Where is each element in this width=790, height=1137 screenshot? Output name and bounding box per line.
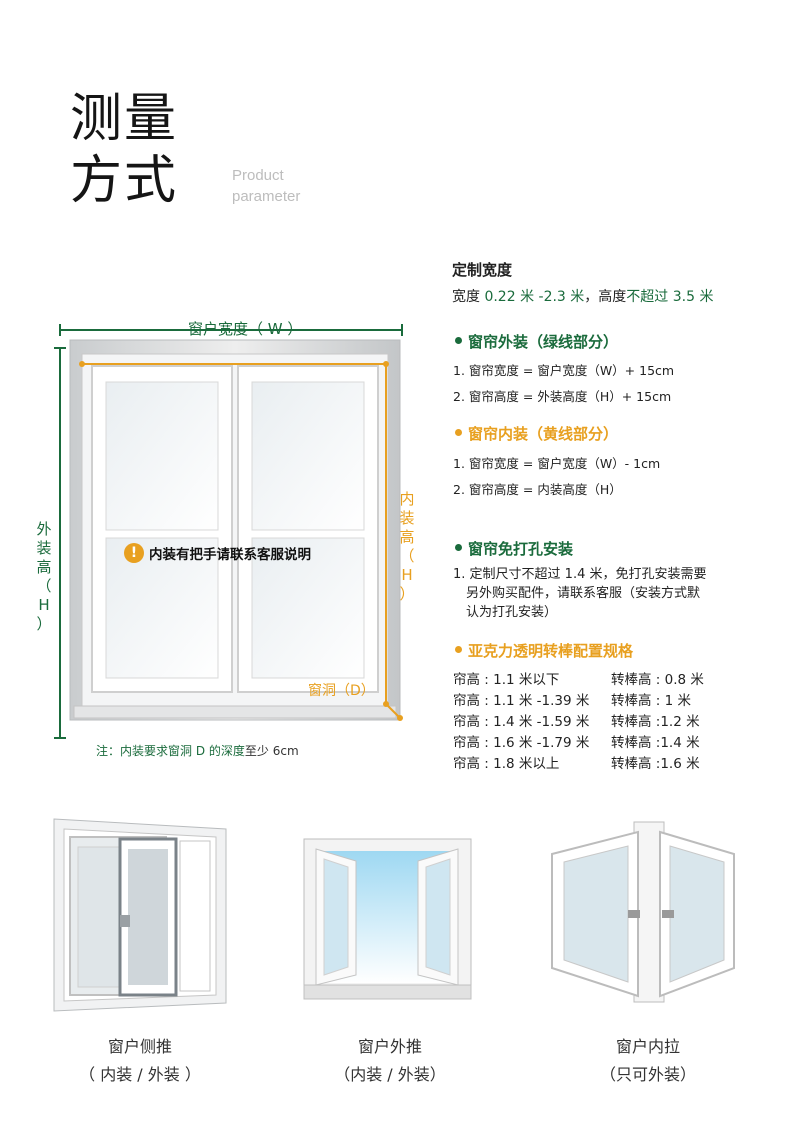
acrylic-rod-title: 亚克力透明转棒配置规格 bbox=[468, 642, 634, 660]
window-type-install: （ 内装 / 外装 ） bbox=[79, 1065, 201, 1084]
outer-height-char: ） bbox=[36, 615, 52, 633]
warning-icon: ! bbox=[124, 543, 144, 563]
rod-spec-row: 帘高 : 1.4 米 -1.59 米 转棒高 :1.2 米 bbox=[453, 712, 763, 733]
rod-height: 转棒高 :1.6 米 bbox=[611, 756, 700, 772]
curtain-height: 帘高 : 1.8 米以上 bbox=[453, 756, 560, 772]
measurement-diagram bbox=[54, 324, 403, 739]
curtain-height: 帘高 : 1.1 米以下 bbox=[453, 672, 560, 688]
drill-free-text: 1. 定制尺寸不超过 1.4 米，免打孔安装需要 另外购买配件，请联系客服（安装… bbox=[453, 565, 773, 622]
window-type-sliding: 窗户侧推 （ 内装 / 外装 ） bbox=[40, 1033, 240, 1089]
acrylic-rod-heading: 亚克力透明转棒配置规格 bbox=[455, 641, 633, 661]
drill-free-title: 窗帘免打孔安装 bbox=[468, 540, 574, 558]
orange-dot-icon bbox=[455, 429, 462, 436]
inner-height-label: 内 装 高 （ H ） bbox=[397, 490, 417, 604]
window-type-name: 窗户内拉 bbox=[615, 1037, 680, 1056]
outer-height-char: 高 bbox=[36, 558, 52, 576]
rod-height: 转棒高 : 0.8 米 bbox=[611, 672, 704, 688]
outer-height-char: H bbox=[38, 596, 50, 614]
rod-spec-row: 帘高 : 1.1 米以下 转棒高 : 0.8 米 bbox=[453, 670, 763, 691]
inside-formula-1: 1. 窗帘宽度 = 窗户宽度（W）- 1cm bbox=[453, 456, 661, 471]
drill-free-line: 另外购买配件，请联系客服（安装方式默 bbox=[466, 586, 701, 601]
height-limit: 不超过 3.5 米 bbox=[626, 289, 714, 305]
window-type-install: （内装 / 外装） bbox=[334, 1065, 446, 1084]
window-type-name: 窗户外推 bbox=[357, 1037, 422, 1056]
inner-height-char: 高 bbox=[399, 528, 415, 546]
rod-spec-row: 帘高 : 1.6 米 -1.79 米 转棒高 :1.4 米 bbox=[453, 733, 763, 754]
inner-height-char: （ bbox=[399, 547, 415, 565]
rod-spec-row: 帘高 : 1.1 米 -1.39 米 转棒高 : 1 米 bbox=[453, 691, 763, 712]
drill-free-line: 1. 定制尺寸不超过 1.4 米，免打孔安装需要 bbox=[453, 567, 707, 582]
footnote-suffix: 至少 6cm bbox=[244, 744, 299, 758]
outer-height-char: 外 bbox=[36, 520, 52, 538]
window-type-outward: 窗户外推 （内装 / 外装） bbox=[290, 1033, 490, 1089]
curtain-height: 帘高 : 1.1 米 -1.39 米 bbox=[453, 693, 590, 709]
window-type-name: 窗户侧推 bbox=[107, 1037, 172, 1056]
green-dot-icon bbox=[455, 337, 462, 344]
width-label: 窗户宽度（ W ） bbox=[188, 320, 303, 338]
width-range: 0.22 米 -2.3 米 bbox=[484, 289, 585, 305]
page-subtitle-line2: parameter bbox=[232, 188, 301, 205]
custom-width-heading: 定制宽度 bbox=[452, 261, 513, 279]
rod-spec-row: 帘高 : 1.8 米以上 转棒高 :1.6 米 bbox=[453, 754, 763, 775]
rod-height: 转棒高 :1.4 米 bbox=[611, 735, 700, 751]
footnote-prefix: 注：内装要求窗洞 D 的 bbox=[96, 744, 221, 758]
page-subtitle-line1: Product bbox=[232, 167, 284, 184]
footnote-highlight: 深度 bbox=[220, 744, 245, 758]
height-prefix: ，高度 bbox=[584, 289, 627, 305]
casement-outward-image bbox=[303, 838, 472, 1000]
rod-spec-table: 帘高 : 1.1 米以下 转棒高 : 0.8 米 帘高 : 1.1 米 -1.3… bbox=[453, 670, 763, 775]
drill-free-line: 认为打孔安装） bbox=[466, 605, 558, 620]
handle-note-text: 内装有把手请联系客服说明 bbox=[149, 547, 311, 563]
inside-formula-2: 2. 窗帘高度 = 内装高度（H） bbox=[453, 482, 622, 497]
inner-height-char: ） bbox=[399, 585, 415, 603]
outside-formula-1: 1. 窗帘宽度 = 窗户宽度（W）+ 15cm bbox=[453, 363, 675, 378]
page-title-line1: 测量 bbox=[70, 89, 179, 149]
curtain-height: 帘高 : 1.4 米 -1.59 米 bbox=[453, 714, 590, 730]
inside-install-title: 窗帘内装（黄线部分） bbox=[468, 425, 619, 443]
rod-height: 转棒高 : 1 米 bbox=[611, 693, 692, 709]
outer-height-char: 装 bbox=[36, 539, 52, 557]
outer-height-label: 外 装 高 （ H ） bbox=[34, 520, 54, 634]
drill-free-heading: 窗帘免打孔安装 bbox=[455, 539, 573, 559]
orange-dot-icon bbox=[455, 646, 462, 653]
handle-note: ! 内装有把手请联系客服说明 bbox=[124, 543, 311, 563]
casement-inward-image bbox=[551, 821, 735, 1003]
inner-height-char: 内 bbox=[399, 490, 415, 508]
footnote: 注：内装要求窗洞 D 的深度至少 6cm bbox=[96, 742, 299, 759]
window-type-inward: 窗户内拉 （只可外装） bbox=[548, 1033, 748, 1089]
curtain-height: 帘高 : 1.6 米 -1.79 米 bbox=[453, 735, 590, 751]
page-title-line2: 方式 bbox=[70, 151, 179, 211]
outside-formula-2: 2. 窗帘高度 = 外装高度（H）+ 15cm bbox=[453, 389, 672, 404]
window-type-install: （只可外装） bbox=[599, 1065, 696, 1084]
green-dot-icon bbox=[455, 544, 462, 551]
custom-width-line: 宽度 0.22 米 -2.3 米，高度不超过 3.5 米 bbox=[452, 286, 713, 306]
width-prefix: 宽度 bbox=[452, 289, 485, 305]
hole-label: 窗洞（D） bbox=[308, 683, 375, 699]
outside-install-title: 窗帘外装（绿线部分） bbox=[468, 333, 619, 351]
inner-height-char: H bbox=[401, 566, 413, 584]
rod-height: 转棒高 :1.2 米 bbox=[611, 714, 700, 730]
sliding-window-image bbox=[53, 818, 227, 1012]
outside-install-heading: 窗帘外装（绿线部分） bbox=[455, 332, 618, 352]
inside-install-heading: 窗帘内装（黄线部分） bbox=[455, 424, 618, 444]
outer-height-char: （ bbox=[36, 577, 52, 595]
inner-height-char: 装 bbox=[399, 509, 415, 527]
